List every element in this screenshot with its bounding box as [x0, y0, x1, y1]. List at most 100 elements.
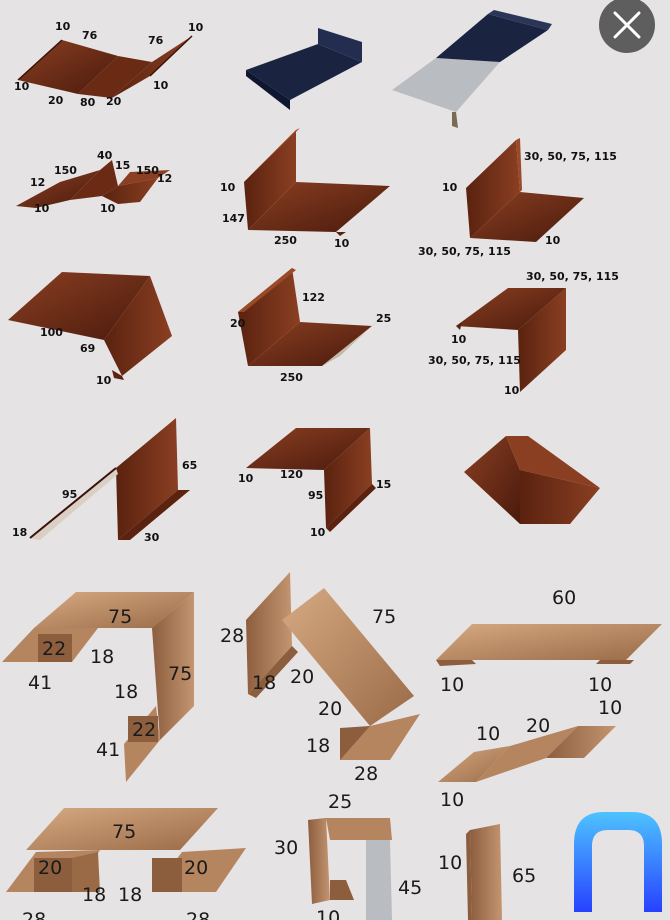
label-p1-8: 10: [153, 79, 169, 92]
label-p1-1: 76: [82, 29, 98, 42]
label-p17-0: 75: [112, 821, 136, 843]
profile-navy-sill: [246, 28, 362, 110]
label-p5-3: 10: [334, 237, 350, 250]
profile-s-flashing: [246, 572, 420, 760]
label-p7-2: 10: [96, 374, 112, 387]
profile-gable-end: [8, 272, 172, 380]
profile-grey-sill: [392, 10, 552, 128]
label-p18-3: 10: [316, 907, 340, 920]
label-p13-1: 22: [42, 638, 66, 660]
profile-double-channel: [6, 808, 246, 892]
label-p6-0: 30, 50, 75, 115: [524, 150, 617, 163]
label-p17-4: 18: [118, 884, 142, 906]
label-p17-3: 18: [82, 884, 106, 906]
label-p1-3: 10: [188, 21, 204, 34]
label-p4-1: 150: [54, 164, 77, 177]
label-p1-2: 76: [148, 34, 164, 47]
label-p15-2: 10: [588, 674, 612, 696]
label-p17-5: 28: [22, 909, 46, 920]
label-p11-0: 120: [280, 468, 303, 481]
label-p9-1: 10: [451, 333, 467, 346]
label-p6-1: 10: [442, 181, 458, 194]
profile-c-channel: [2, 592, 194, 782]
app-logo-icon: [574, 812, 662, 912]
app-logo[interactable]: [574, 812, 662, 912]
label-p10-3: 30: [144, 531, 160, 544]
label-p4-4: 12: [30, 176, 45, 189]
label-p13-5: 18: [114, 681, 138, 703]
label-p8-3: 250: [280, 371, 303, 384]
profile-drip-strip: [466, 824, 502, 920]
label-p9-0: 30, 50, 75, 115: [526, 270, 619, 283]
label-p18-0: 25: [328, 791, 352, 813]
label-p9-2: 30, 50, 75, 115: [428, 354, 521, 367]
profile-outer-corner: [466, 138, 584, 242]
label-p15-1: 10: [440, 674, 464, 696]
label-p8-2: 25: [376, 312, 391, 325]
label-p9-3: 10: [504, 384, 520, 397]
label-p13-2: 18: [90, 646, 114, 668]
label-p13-0: 75: [108, 606, 132, 628]
label-p1-7: 20: [106, 95, 122, 108]
label-p16-1: 20: [526, 715, 550, 737]
label-p14-6: 28: [354, 763, 378, 785]
profile-u-channel: [308, 818, 392, 920]
profile-eaves-corner: [456, 288, 566, 392]
label-p10-1: 95: [62, 488, 77, 501]
label-p14-3: 20: [290, 666, 314, 688]
profile-inner-corner: [244, 128, 390, 236]
profile-valley: [464, 436, 600, 524]
label-p14-5: 18: [306, 735, 330, 757]
label-p11-2: 95: [308, 489, 323, 502]
label-p4-0: 40: [97, 149, 113, 162]
label-p14-1: 28: [220, 625, 244, 647]
label-p19-0: 10: [438, 852, 462, 874]
label-p4-6: 10: [34, 202, 50, 215]
label-p18-1: 30: [274, 837, 298, 859]
label-p4-2: 15: [115, 159, 130, 172]
label-p16-3: 10: [440, 789, 464, 811]
label-p11-1: 10: [238, 472, 254, 485]
label-p5-1: 147: [222, 212, 245, 225]
label-p14-0: 75: [372, 606, 396, 628]
label-p16-2: 10: [598, 697, 622, 719]
label-p13-4: 75: [168, 663, 192, 685]
label-p6-3: 10: [545, 234, 561, 247]
label-p17-1: 20: [38, 857, 62, 879]
label-p14-2: 18: [252, 672, 276, 694]
label-p17-6: 28: [186, 909, 210, 920]
label-p16-0: 10: [476, 723, 500, 745]
profile-wall-abutment: [29, 418, 190, 540]
label-p19-1: 65: [512, 865, 536, 887]
label-p7-0: 100: [40, 326, 63, 339]
label-p10-2: 18: [12, 526, 27, 539]
label-p8-0: 122: [302, 291, 325, 304]
label-p13-6: 22: [132, 719, 156, 741]
label-p8-1: 20: [230, 317, 246, 330]
label-p18-2: 45: [398, 877, 422, 899]
label-p5-2: 250: [274, 234, 297, 247]
label-p1-5: 20: [48, 94, 64, 107]
label-p11-4: 10: [310, 526, 326, 539]
label-p7-1: 69: [80, 342, 95, 355]
profile-low-ridge: [438, 726, 616, 782]
label-p15-0: 60: [552, 587, 576, 609]
label-p14-4: 20: [318, 698, 342, 720]
label-p4-3: 150: [136, 164, 159, 177]
profile-wavy-ridge: [16, 160, 170, 208]
close-button[interactable]: [599, 0, 655, 53]
label-p5-0: 10: [220, 181, 236, 194]
label-p4-7: 10: [100, 202, 116, 215]
label-p13-3: 41: [28, 672, 52, 694]
label-p1-6: 80: [80, 96, 96, 109]
label-p13-7: 41: [96, 739, 120, 761]
label-p11-3: 15: [376, 478, 391, 491]
label-p10-0: 65: [182, 459, 197, 472]
label-p1-4: 10: [14, 80, 30, 93]
profile-drip-edge: [246, 428, 376, 532]
close-icon: [613, 11, 641, 39]
profile-ridge-flashing: [17, 35, 193, 98]
label-p17-2: 20: [184, 857, 208, 879]
profile-z-flashing: [238, 268, 380, 366]
